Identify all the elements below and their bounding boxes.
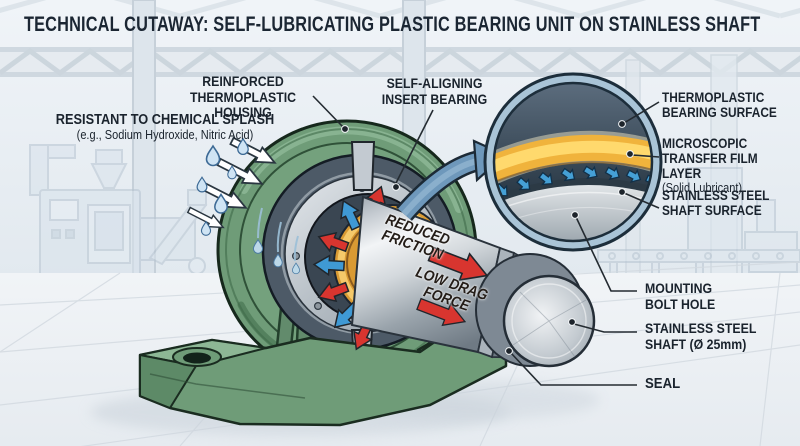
callout-housing-line2: THERMOPLASTIC HOUSING (189, 88, 297, 121)
housing-base (138, 328, 508, 427)
callout-mounting-bolt-hole: MOUNTING BOLT HOLE (645, 280, 765, 312)
top-keyway-block (350, 141, 376, 191)
foot-bolt-hole (183, 352, 211, 364)
roof-brace-lines (0, 0, 800, 19)
callout-bearing-surface: THERMOPLASTIC BEARING SURFACE (662, 90, 797, 120)
callout-shaft-surface-line1: STAINLESS STEEL (662, 188, 770, 203)
background-conveyor-right (597, 167, 800, 280)
leader-lines (312, 95, 660, 386)
callout-seal: SEAL (645, 375, 725, 393)
runoff-streaks (257, 207, 299, 262)
callout-transfer-film-line1: MICROSCOPIC (662, 136, 748, 151)
chemical-splash-group (185, 132, 300, 275)
callout-mounting-line1: MOUNTING (645, 280, 713, 296)
callout-shaft-surface: STAINLESS STEEL SHAFT SURFACE (662, 188, 797, 218)
callout-insert-bearing: SELF-ALIGNING INSERT BEARING (357, 75, 512, 107)
callout-housing: REINFORCED THERMOPLASTIC HOUSING (152, 73, 334, 121)
callout-transfer-film-line3: (Solid Lubricant) (662, 181, 743, 196)
callout-shaft-surface-line2: SHAFT SURFACE (662, 203, 762, 219)
leader-dots (341, 120, 634, 355)
callout-chemical-splash-line1: RESISTANT TO CHEMICAL SPLASH (55, 112, 275, 128)
shaft-end-face (502, 274, 596, 368)
callout-bearing-surface-line1: THERMOPLASTIC (662, 90, 765, 105)
diagram-title: TECHNICAL CUTAWAY: SELF-LUBRICATING PLAS… (24, 12, 800, 37)
callout-mounting-line2: BOLT HOLE (645, 295, 716, 312)
callout-transfer-film-line2: TRANSFER FILM LAYER (662, 151, 758, 182)
roof-truss (0, 47, 800, 77)
title-text: TECHNICAL CUTAWAY: SELF-LUBRICATING PLAS… (24, 12, 761, 36)
callout-insert-bearing-line2: INSERT BEARING (381, 90, 488, 107)
callout-bearing-surface-line2: BEARING SURFACE (662, 105, 777, 121)
callout-shaft: STAINLESS STEEL SHAFT (Ø 25mm) (645, 320, 795, 352)
callout-insert-bearing-line1: SELF-ALIGNING (386, 75, 483, 91)
callout-shaft-line2: SHAFT (Ø 25mm) (645, 335, 747, 352)
callout-seal-line1: SEAL (645, 375, 681, 392)
callout-transfer-film: MICROSCOPIC TRANSFER FILM LAYER (Solid L… (662, 136, 800, 195)
callout-chemical-splash: RESISTANT TO CHEMICAL SPLASH (e.g., Sodi… (36, 112, 294, 142)
stainless-shaft (350, 195, 596, 368)
magnifier-arrow (396, 139, 507, 221)
callout-chemical-splash-line2: (e.g., Sodium Hydroxide, Nitric Acid) (76, 128, 254, 143)
callout-housing-line1: REINFORCED (202, 73, 284, 89)
callout-shaft-line1: STAINLESS STEEL (645, 320, 757, 336)
